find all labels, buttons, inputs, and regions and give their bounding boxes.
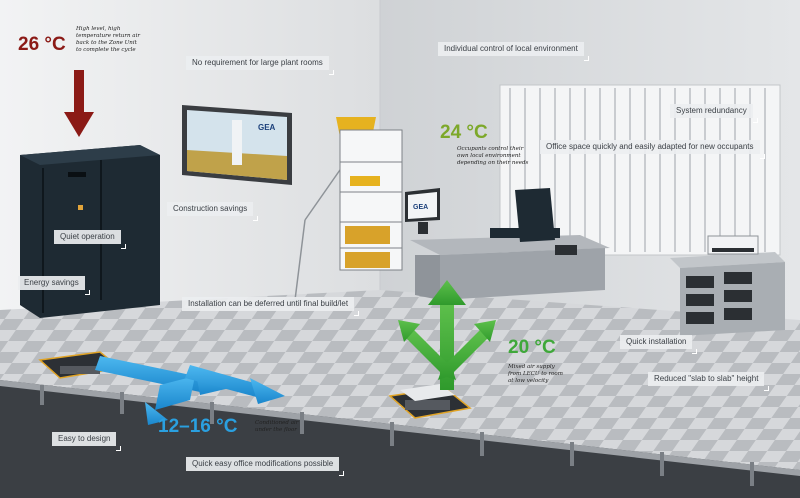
label-slab-height: Reduced "slab to slab" height — [648, 372, 770, 391]
printer — [707, 235, 759, 255]
label-easy-design: Easy to design — [52, 432, 123, 451]
desk-phone — [555, 245, 577, 255]
return-air-arrow — [64, 70, 94, 137]
return-air-temperature: 26 °C — [18, 34, 66, 55]
zone-temperature: 24 °C — [440, 122, 488, 143]
office-chair — [490, 188, 560, 242]
underfloor-note: Conditioned air under the floor — [255, 420, 299, 433]
label-system-redundancy: System redundancy — [670, 104, 758, 123]
computer-monitor — [405, 188, 440, 234]
return-air-note: High level, high temperature return air … — [76, 26, 140, 53]
filing-cabinet — [670, 252, 785, 336]
supply-note: Mixed air supply from LECU to room at lo… — [508, 364, 563, 384]
label-energy-savings: Energy savings — [18, 276, 90, 295]
floor-pedestals — [40, 385, 754, 486]
monitor-logo: GEA — [413, 204, 428, 211]
underfloor-temperature: 12–16 °C — [158, 416, 238, 437]
zone-note: Occupants control their own local enviro… — [457, 146, 529, 166]
bookshelf — [339, 129, 403, 271]
supply-air-arrows — [398, 280, 496, 390]
cool-air-arrows — [95, 356, 285, 425]
label-quick-modifications: Quick easy office modifications possible — [186, 457, 345, 476]
raised-floor — [0, 290, 800, 470]
tv-logo: GEA — [258, 123, 276, 132]
label-quick-installation: Quick installation — [620, 335, 699, 354]
wall-tv — [182, 105, 292, 185]
label-installation-deferred: Installation can be deferred until final… — [182, 297, 360, 316]
underfloor-unit-lecu — [388, 384, 472, 419]
label-office-space: Office space quickly and easily adapted … — [540, 140, 765, 159]
label-individual-control: Individual control of local environment — [438, 42, 589, 61]
label-quiet-operation: Quiet operation — [54, 230, 126, 249]
label-construction-savings: Construction savings — [167, 202, 259, 221]
label-no-plant-rooms: No requirement for large plant rooms — [186, 56, 334, 75]
supply-temperature: 20 °C — [508, 337, 556, 358]
